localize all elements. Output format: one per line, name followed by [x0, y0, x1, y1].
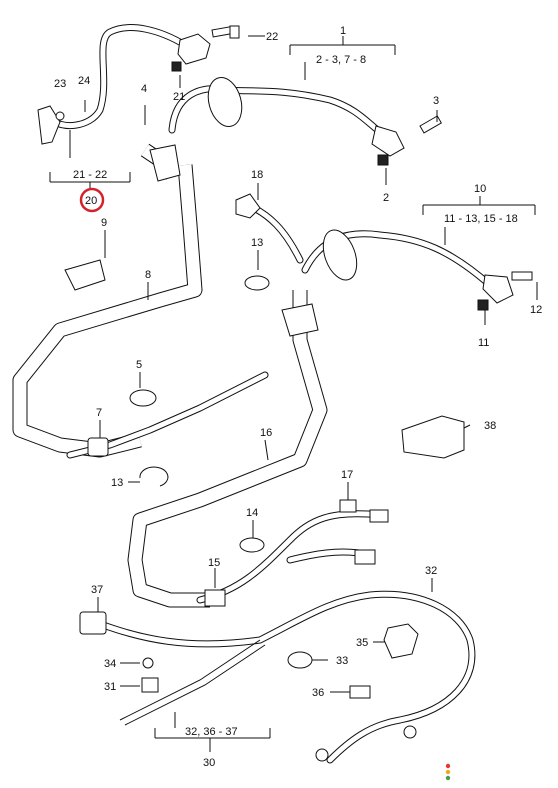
callout-9: 9: [101, 217, 107, 229]
callout-33: 33: [336, 655, 348, 667]
branch-harness: [196, 499, 389, 607]
callout-30: 30: [203, 757, 215, 769]
callout-16: 16: [260, 427, 272, 439]
callout-34: 34: [104, 658, 116, 670]
callout-35: 35: [356, 637, 368, 649]
callout-8: 8: [145, 269, 151, 281]
callout-3: 3: [433, 95, 439, 107]
left-cable-rail: [12, 143, 203, 458]
callout-22: 22: [266, 31, 278, 43]
leader-lines: [49, 35, 538, 752]
callout-15: 15: [208, 557, 220, 569]
right-main-cable: [235, 193, 533, 311]
callout-21: 21: [173, 91, 185, 103]
callout-24: 24: [78, 75, 90, 87]
callout-17: 17: [341, 469, 353, 481]
callout-4: 4: [141, 83, 147, 95]
mounting-plate: [401, 415, 465, 459]
callout-31: 31: [104, 681, 116, 693]
callout-18: 18: [251, 169, 263, 181]
battery-terminal-clamp-top: [171, 25, 240, 72]
highlight-ring: [79, 187, 105, 213]
sensor-cable-32: [79, 590, 476, 764]
callout-38: 38: [484, 420, 496, 432]
callout-14: 14: [246, 507, 258, 519]
callout-11: 11: [478, 337, 489, 349]
callout-range-1: 2 - 3, 7 - 8: [316, 54, 366, 66]
upper-ground-cable: [37, 24, 189, 145]
callout-10: 10: [474, 183, 486, 195]
callout-range-10: 11 - 13, 15 - 18: [444, 213, 518, 225]
callout-13-upper: 13: [251, 237, 263, 249]
callout-5: 5: [136, 359, 142, 371]
status-dot-green: [445, 775, 451, 781]
callout-23: 23: [54, 78, 66, 90]
callout-36: 36: [312, 687, 324, 699]
center-cable-rail: [127, 290, 328, 608]
callout-range-21: 21 - 22: [73, 169, 107, 181]
callout-32-right: 32: [425, 565, 437, 577]
callout-7: 7: [96, 407, 102, 419]
callout-range-30: 32, 36 - 37: [185, 726, 238, 738]
callout-1: 1: [340, 25, 346, 37]
callout-12: 12: [530, 304, 542, 316]
status-dot-red: [445, 763, 451, 769]
callout-37: 37: [91, 584, 103, 596]
callout-20-highlighted: 20: [85, 195, 97, 207]
callout-13-lower: 13: [111, 477, 123, 489]
status-dot-amber: [445, 769, 451, 775]
lower-left-cable: [66, 275, 270, 487]
callout-2: 2: [383, 192, 389, 204]
main-positive-cable: [168, 76, 443, 166]
